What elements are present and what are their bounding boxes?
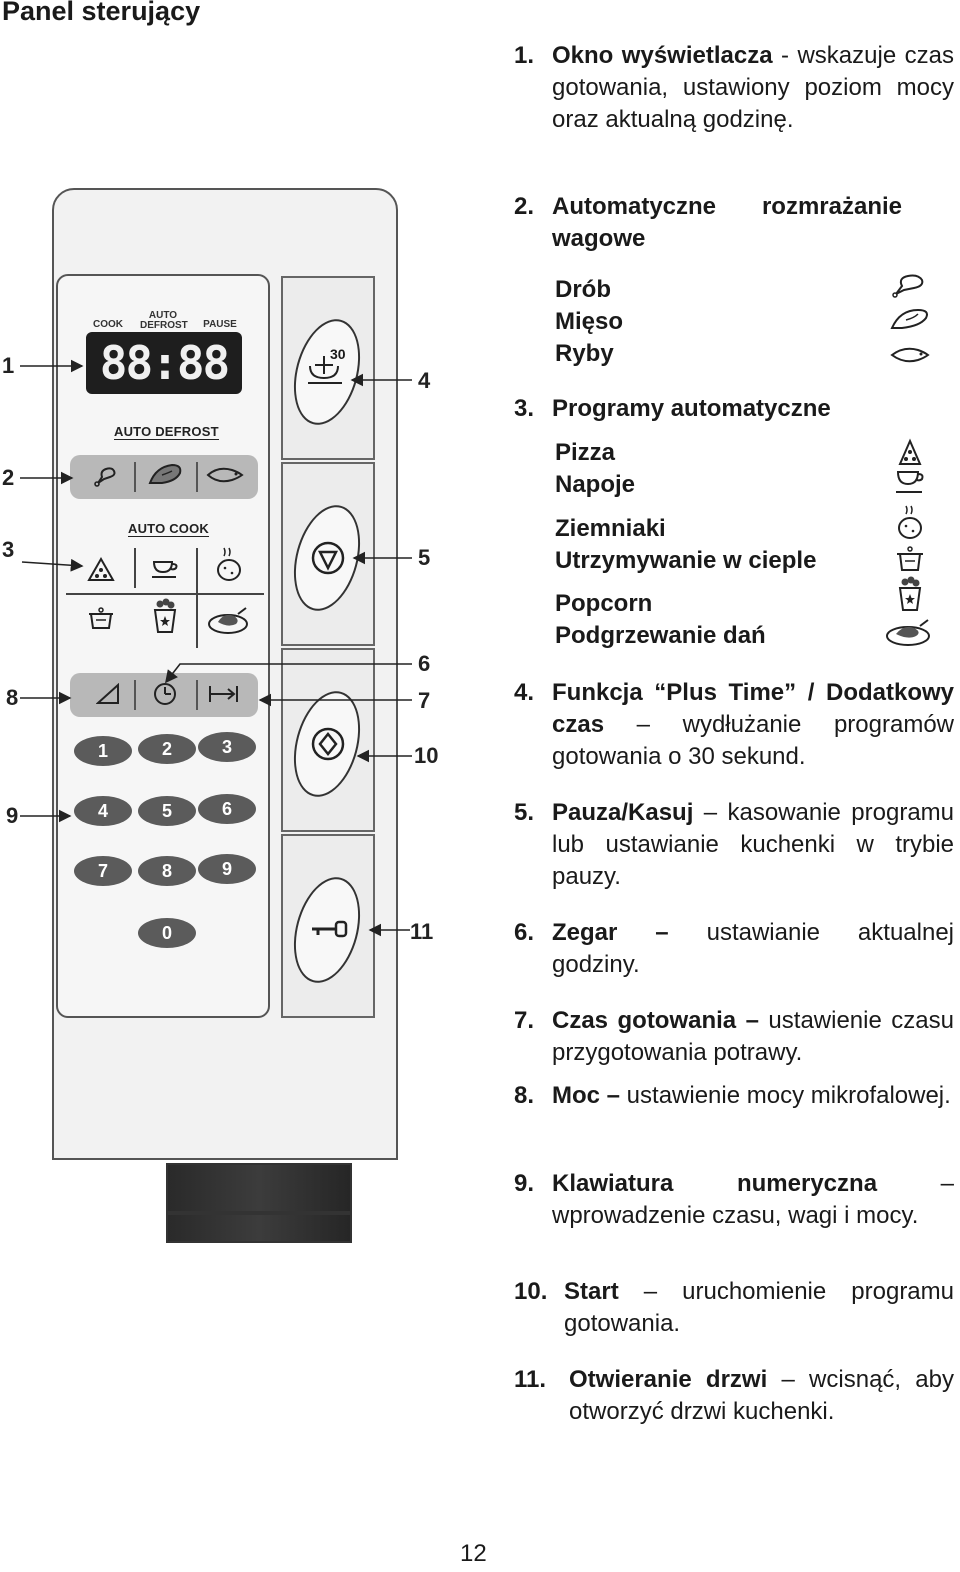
poultry-icon [892, 274, 924, 298]
callout-8: 8 [6, 685, 19, 710]
auto-defrost-label: AUTO DEFROST [114, 424, 219, 440]
callout-9: 9 [6, 803, 19, 828]
key-5[interactable]: 5 [138, 796, 196, 826]
pizza-icon[interactable] [86, 556, 116, 584]
key-3[interactable]: 3 [198, 732, 256, 762]
callout-3: 3 [2, 537, 15, 562]
pause-label: PAUSE [203, 319, 237, 330]
key-6[interactable]: 6 [198, 794, 256, 824]
fish-icon [890, 347, 930, 363]
callout-2: 2 [2, 465, 15, 490]
function-bar-divider-1 [134, 680, 136, 710]
function-bar-divider-2 [196, 680, 198, 710]
callout-6: 6 [418, 651, 431, 676]
item-2: 2. Automatyczne rozmrażanie wagowe [514, 193, 902, 252]
item-5: 5. Pauza/Kasuj – kasowanie programu lub … [514, 799, 954, 890]
auto-pizza-label: Pizza [555, 439, 616, 466]
plus-30-label: 30 [330, 346, 346, 362]
callout-1: 1 [2, 353, 15, 378]
callout-4: 4 [418, 368, 431, 393]
fish-icon[interactable] [204, 464, 248, 486]
meat-icon [890, 308, 928, 329]
item-10: 10. Start – uruchomienie programu gotowa… [514, 1278, 954, 1337]
item-9: 9. Klawiatura numeryczna – wprowadzenie … [514, 1170, 955, 1229]
item-3: 3. Programy automatyczne [514, 395, 831, 422]
plus-30-icon [308, 356, 342, 384]
auto-cook-grid-vline-2 [134, 548, 136, 588]
defrost-poultry-label: Drób [555, 276, 611, 303]
key-4[interactable]: 4 [74, 796, 132, 826]
page-number: 12 [460, 1540, 487, 1567]
item-6: 6. Zegar – ustawianie aktualnej godziny. [514, 919, 955, 978]
beverage-icon [896, 471, 924, 493]
key-icon [312, 920, 348, 938]
defrost-fish-label: Ryby [555, 340, 614, 367]
key-0[interactable]: 0 [138, 918, 196, 948]
potato-icon [898, 505, 922, 539]
display-window: 88:88 [86, 332, 242, 394]
potato-icon[interactable] [214, 546, 244, 584]
cook-label: COOK [93, 319, 123, 330]
auto-beverage-label: Napoje [555, 471, 636, 498]
keep-warm-icon [897, 546, 923, 571]
item-7: 7. Czas gotowania – ustawienie czasu prz… [514, 1007, 954, 1066]
key-8[interactable]: 8 [138, 856, 196, 886]
panel-inner-area [56, 274, 270, 1018]
item-4: 4. Funkcja “Plus Time” / Dodatkowy czas … [514, 679, 954, 770]
key-1[interactable]: 1 [74, 736, 132, 766]
auto-cook-label: AUTO COOK [128, 521, 210, 537]
auto-defrost-bar-divider-1 [134, 462, 136, 492]
callout-7: 7 [418, 688, 431, 713]
auto-defrost-bar-divider-2 [196, 462, 198, 492]
start-icon [311, 727, 345, 761]
door-handle-lower [166, 1213, 352, 1243]
popcorn-icon[interactable] [150, 598, 180, 636]
key-9[interactable]: 9 [198, 854, 256, 884]
poultry-icon[interactable] [92, 461, 120, 489]
pizza-icon [898, 438, 922, 465]
beverage-icon[interactable] [150, 558, 180, 582]
meat-icon[interactable] [146, 461, 186, 489]
callout-5: 5 [418, 545, 431, 570]
popcorn-icon [898, 576, 922, 611]
callout-lines [20, 359, 412, 937]
power-icon[interactable] [96, 683, 122, 705]
defrost-meat-label: Mięso [555, 308, 624, 335]
keep-warm-icon[interactable] [86, 604, 116, 634]
door-handle-upper [166, 1163, 352, 1213]
auto-keep-warm-label: Utrzymywanie w cieple [555, 547, 817, 574]
item-11: 11. Otwieranie drzwi – wcisnąć, aby otwo… [514, 1366, 954, 1425]
auto-cook-grid-vline [196, 548, 198, 648]
stop-icon [311, 541, 345, 575]
item-8: 8. Moc – ustawienie mocy mikrofalowej. [514, 1082, 951, 1109]
callout-11: 11 [410, 919, 434, 944]
reheat-icon [886, 619, 930, 646]
auto-defrost-indicator-label: AUTO DEFROST [140, 310, 188, 331]
reheat-icon[interactable] [206, 604, 252, 636]
page-title: Panel sterujący [2, 0, 201, 26]
callout-10: 10 [414, 743, 439, 768]
clock-icon[interactable] [152, 681, 178, 707]
item-1: 1. Okno wyświetlacza - wskazuje czas got… [514, 42, 954, 133]
key-7[interactable]: 7 [74, 856, 132, 886]
auto-cook-grid-hline [66, 593, 264, 595]
key-2[interactable]: 2 [138, 734, 196, 764]
auto-reheat-label: Podgrzewanie dań [555, 622, 766, 649]
auto-popcorn-label: Popcorn [555, 590, 653, 617]
auto-potato-label: Ziemniaki [555, 515, 666, 542]
cook-time-icon[interactable] [208, 684, 240, 704]
